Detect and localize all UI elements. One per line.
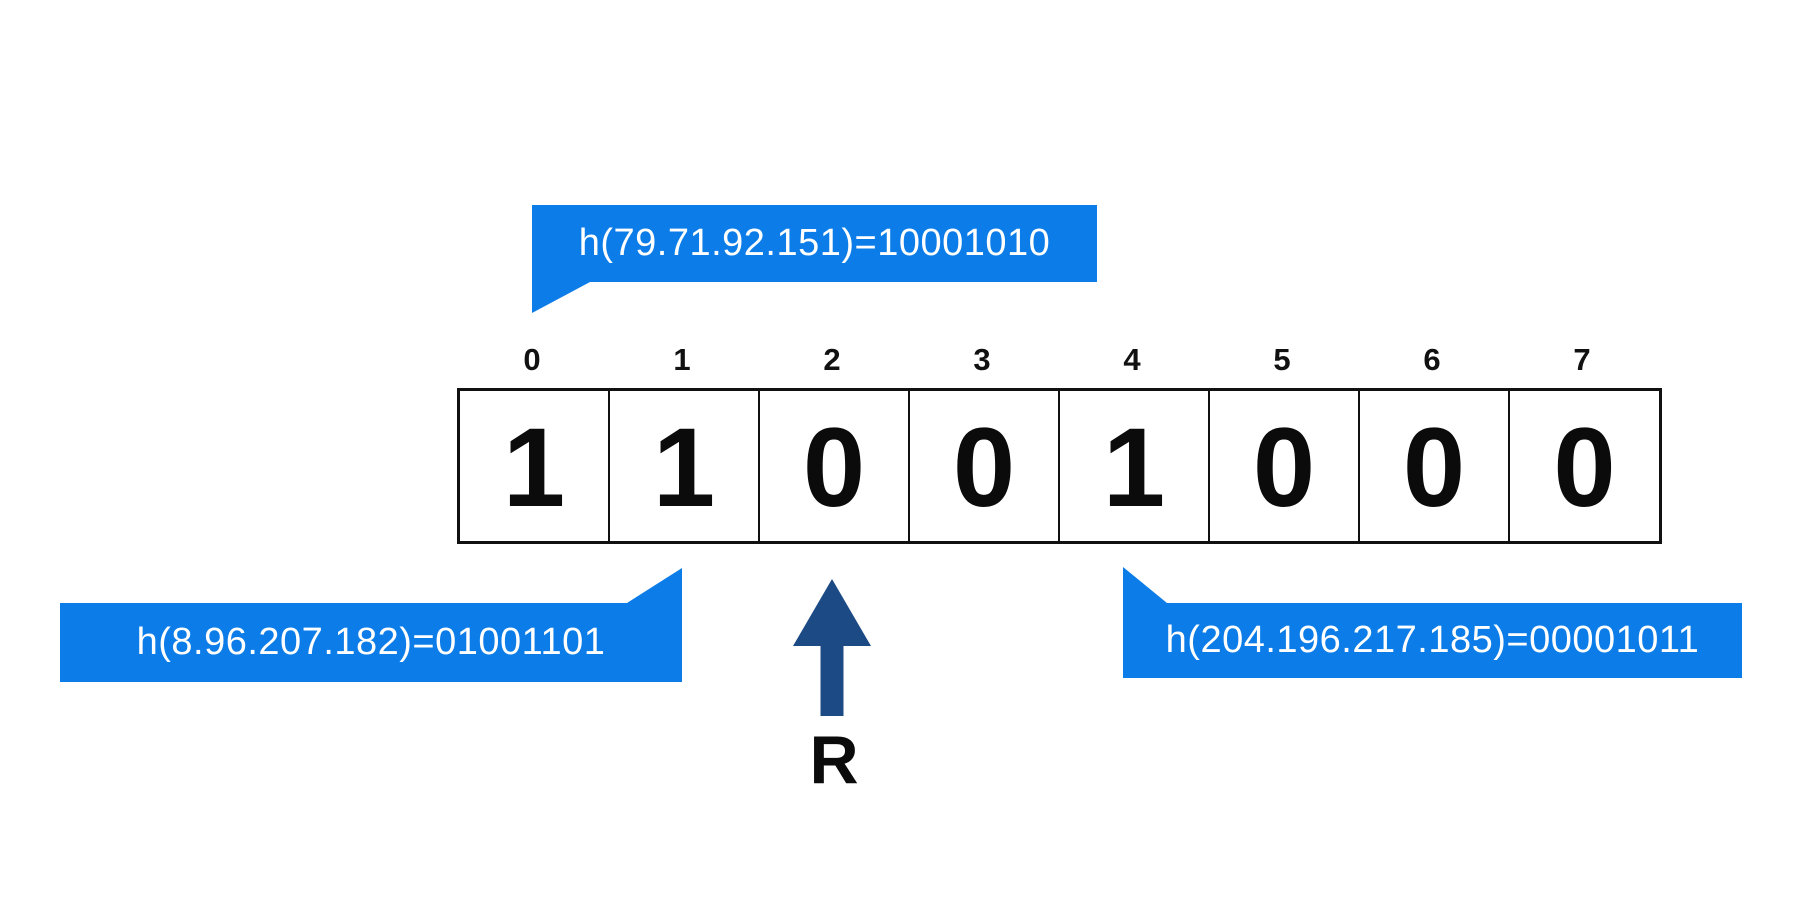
bit-index-label: 4: [1123, 342, 1141, 377]
bit-index-label: 0: [523, 342, 541, 377]
hash-callout-bottom-left: h(8.96.207.182)=01001101: [60, 603, 682, 682]
up-arrow-icon: [793, 579, 871, 716]
bit-cell-2: 0: [760, 391, 910, 541]
bit-value: 0: [802, 405, 866, 530]
bit-index-label: 7: [1573, 342, 1591, 377]
bit-value: 1: [1102, 405, 1166, 530]
hash-callout-top-text: h(79.71.92.151)=10001010: [578, 222, 1051, 264]
bit-cell-6: 0: [1360, 391, 1510, 541]
bit-cell-5: 0: [1210, 391, 1360, 541]
bit-value: 0: [952, 405, 1016, 530]
bit-index-label: 2: [823, 342, 841, 377]
callout-tail-down-icon: [532, 282, 590, 313]
bit-value: 0: [1553, 405, 1616, 530]
hash-callout-top: h(79.71.92.151)=10001010: [532, 205, 1097, 282]
hash-callout-bottom-left-text: h(8.96.207.182)=01001101: [136, 621, 606, 663]
bit-index-label: 5: [1273, 342, 1291, 377]
bit-cell-0: 1: [460, 391, 610, 541]
callout-tail-up-left-icon: [1123, 567, 1167, 603]
bit-index-label: 3: [973, 342, 991, 377]
bit-array: 1 1 0 0 1 0 0 0: [457, 388, 1662, 544]
bit-cell-1: 1: [610, 391, 760, 541]
bit-cell-7: 0: [1510, 391, 1659, 541]
bit-index-label: 6: [1423, 342, 1441, 377]
bit-index-label: 1: [673, 342, 691, 377]
bit-value: 0: [1402, 405, 1466, 530]
r-pointer-label: R: [809, 721, 859, 798]
callout-tail-up-right-icon: [627, 568, 682, 603]
bit-value: 1: [502, 405, 566, 530]
bit-value: 0: [1252, 405, 1316, 530]
bit-index-row: 0 1 2 3 4 5 6 7: [457, 330, 1657, 380]
bit-value: 1: [652, 405, 716, 530]
bit-cell-3: 0: [910, 391, 1060, 541]
hash-callout-bottom-right-text: h(204.196.217.185)=00001011: [1165, 619, 1700, 661]
bit-cell-4: 1: [1060, 391, 1210, 541]
hash-callout-bottom-right: h(204.196.217.185)=00001011: [1123, 603, 1742, 678]
